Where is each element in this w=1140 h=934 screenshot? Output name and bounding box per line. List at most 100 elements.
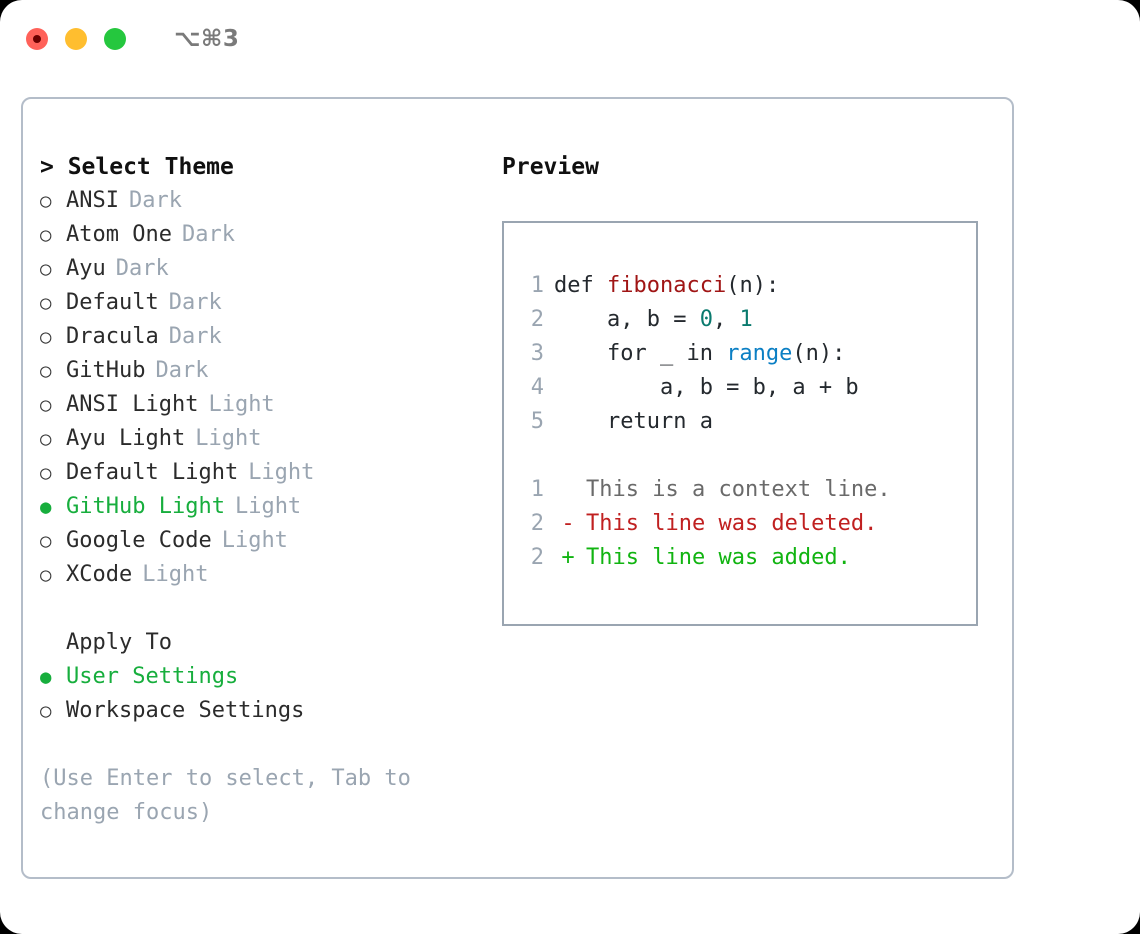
code-text: return a [554,409,713,434]
code-line: 5 return a [516,405,968,439]
theme-list-item[interactable]: ○ Default Light Light [40,456,490,490]
maximize-button[interactable] [104,28,126,50]
title-bar: ⌥⌘3 [0,0,1140,78]
apply-to-option-label: User Settings [66,664,239,689]
keyboard-shortcut-label: ⌥⌘3 [174,26,240,52]
diff-marker: - [561,511,575,536]
diff-marker: + [561,545,575,570]
diff-line-deleted: 2 - This line was deleted. [516,507,968,541]
theme-variant: Light [195,426,262,451]
apply-to-option-workspace-settings[interactable]: ○ Workspace Settings [40,694,490,728]
theme-name: Default [66,290,159,315]
diff-text: This line was added. [586,545,851,570]
diff-text: This is a context line. [586,477,891,502]
select-theme-heading: > Select Theme [40,154,234,180]
line-number: 1 [530,273,544,298]
radio-icon: ○ [40,428,52,450]
theme-variant: Light [248,460,315,485]
close-dot-icon [33,35,41,43]
theme-list-item[interactable]: ○ Google Code Light [40,524,490,558]
radio-icon: ○ [40,564,52,586]
code-token: , [712,307,740,332]
theme-name: Ayu [66,256,106,281]
theme-list-item[interactable]: ○ ANSI Light Light [40,388,490,422]
theme-name: GitHub [66,358,146,383]
line-number: 2 [530,545,544,570]
theme-variant: Dark [128,188,182,213]
code-token-number: 1 [739,307,753,332]
theme-variant: Light [208,392,275,417]
code-text: a, b = 0, 1 [554,303,753,337]
code-token: for _ in [554,341,727,366]
radio-icon: ○ [40,394,52,416]
theme-list-item[interactable]: ○ Default Dark [40,286,490,320]
line-number: 4 [530,375,544,400]
theme-list-item[interactable]: ○ Dracula Dark [40,320,490,354]
theme-list-item[interactable]: ○ Atom One Dark [40,218,490,252]
theme-list-item[interactable]: ○ GitHub Dark [40,354,490,388]
window-controls [26,28,126,50]
theme-variant: Dark [168,324,222,349]
theme-name: Google Code [66,528,212,553]
theme-name: Atom One [66,222,172,247]
diff-line-context: 1 This is a context line. [516,473,968,507]
line-number: 2 [530,511,544,536]
code-text: def fibonacci(n): [554,269,779,303]
code-token-number: 0 [699,307,713,332]
theme-variant: Dark [181,222,235,247]
theme-variant: Light [234,494,302,519]
close-button[interactable] [26,28,48,50]
diff-marker [554,473,582,507]
theme-variant: Dark [155,358,209,383]
line-number: 2 [530,307,544,332]
theme-variant: Dark [168,290,222,315]
main-card: > Select Theme ○ ANSI Dark ○ Atom One Da… [21,97,1014,879]
diff-line-added: 2 + This line was added. [516,541,968,575]
theme-name: ANSI Light [66,392,199,417]
radio-icon: ○ [40,258,52,280]
theme-variant: Dark [115,256,169,281]
apply-to-heading: Apply To [66,630,172,655]
code-text: a, b = b, a + b [554,375,859,400]
code-line: 1 def fibonacci(n): [516,269,968,303]
code-text: for _ in range(n): [554,337,845,371]
code-line: 3 for _ in range(n): [516,337,968,371]
theme-list-item[interactable]: ○ Ayu Dark [40,252,490,286]
radio-icon: ○ [40,326,52,348]
apply-to-option-label: Workspace Settings [66,698,305,723]
line-number: 1 [530,477,544,502]
theme-variant: Light [221,528,288,553]
theme-name: Default Light [66,460,239,485]
code-sample: 1 def fibonacci(n): 2 a, b = 0, 1 3 for … [516,269,968,575]
minimize-button[interactable] [65,28,87,50]
line-number: 3 [530,341,544,366]
code-token: (n): [726,273,780,298]
theme-list-item[interactable]: ○ Ayu Light Light [40,422,490,456]
theme-name: Dracula [66,324,159,349]
code-token: def [554,273,607,298]
radio-icon: ○ [40,292,52,314]
code-token: a, b = [554,307,700,332]
line-number: 5 [530,409,544,434]
radio-icon: ○ [40,190,52,212]
radio-icon-selected: ● [40,666,52,688]
keyboard-hint-text: (Use Enter to select, Tab to change focu… [40,766,411,825]
preview-box: 1 def fibonacci(n): 2 a, b = 0, 1 3 for … [502,221,978,626]
theme-selector-panel: > Select Theme ○ ANSI Dark ○ Atom One Da… [40,150,490,830]
theme-list-item-selected[interactable]: ● GitHub Light Light [40,490,490,524]
radio-icon: ○ [40,360,52,382]
radio-icon-selected: ● [40,496,52,518]
theme-name: GitHub Light [66,494,225,519]
code-token: (n): [792,341,846,366]
theme-list-item[interactable]: ○ ANSI Dark [40,184,490,218]
theme-variant: Light [142,562,209,587]
radio-icon: ○ [40,700,52,722]
theme-list-item[interactable]: ○ XCode Light [40,558,490,592]
code-token-builtin: range [726,341,793,366]
apply-to-option-user-settings[interactable]: ● User Settings [40,660,490,694]
radio-icon: ○ [40,462,52,484]
diff-text: This line was deleted. [586,511,878,536]
preview-heading: Preview [502,154,599,180]
theme-name: ANSI [66,188,119,213]
